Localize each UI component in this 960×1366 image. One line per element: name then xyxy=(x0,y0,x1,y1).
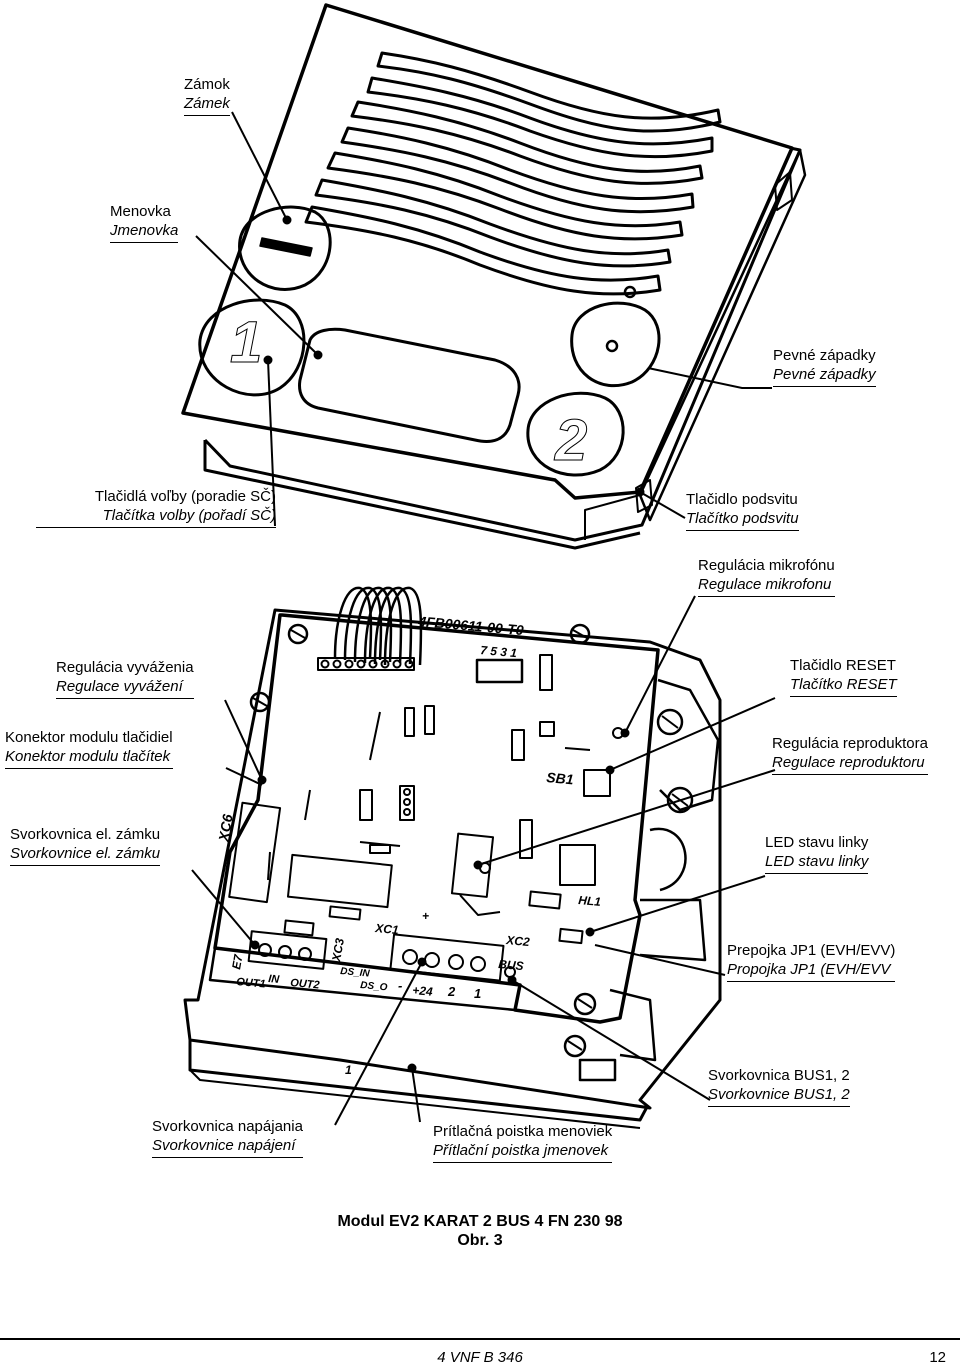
xc3-label: XC3 xyxy=(329,937,347,964)
front-panel xyxy=(181,3,807,550)
xc6-label: XC6 xyxy=(215,813,236,844)
out1-label: OUT1 xyxy=(236,976,266,991)
in-label: IN xyxy=(268,973,281,986)
jp-numbers: 7 5 3 1 xyxy=(480,643,518,660)
label-tlacidlo-podsvitu: Tlačidlo podsvitu Tlačítko podsvitu xyxy=(686,490,799,531)
label-led-stavu-linky: LED stavu linky LED stavu linky xyxy=(765,833,869,874)
sb1-label: SB1 xyxy=(546,769,575,787)
button-2-numeral: 2 xyxy=(554,408,587,473)
bus-1-label: 1 xyxy=(474,986,481,1001)
xc2-label: XC2 xyxy=(505,933,531,949)
caption-module-name: Modul EV2 KARAT 2 BUS 4 FN 230 98 xyxy=(337,1213,623,1230)
label-regulacia-vyvazenia: Regulácia vyváženia Regulace vyvážení xyxy=(56,658,194,699)
label-tlacidlo-reset: Tlačidlo RESET Tlačítko RESET xyxy=(790,656,897,697)
e7-label: E7 xyxy=(229,952,246,970)
label-menovka: Menovka Jmenovka xyxy=(110,202,179,243)
bus-label: BUS xyxy=(498,957,524,973)
board-assembly xyxy=(183,586,722,1129)
label-zamok: Zámok Zámek xyxy=(184,75,230,116)
plus24-label: +24 xyxy=(412,983,434,999)
label-konektor-modulu: Konektor modulu tlačidiel Konektor modul… xyxy=(5,728,173,769)
ds-o-label: DS_O xyxy=(360,980,388,993)
plus-label: + xyxy=(422,909,429,923)
label-prepojka-jp1: Prepojka JP1 (EVH/EVV) Propojka JP1 (EVH… xyxy=(727,941,896,982)
label-pevne-zapadky: Pevné západky Pevné západky xyxy=(773,346,876,387)
xc1-label: XC1 xyxy=(374,921,400,937)
label-regulacia-mikrofonu: Regulácia mikrofónu Regulace mikrofonu xyxy=(698,556,835,597)
footer-document-number: 4 VNF B 346 xyxy=(437,1349,523,1366)
label-regulacia-reproduktora: Regulácia reproduktora Regulace reproduk… xyxy=(772,734,928,775)
label-svorkovnica-napajania: Svorkovnica napájania Svorkovnice napáje… xyxy=(152,1117,303,1158)
minus-label: - xyxy=(398,978,402,993)
footer-divider xyxy=(0,1338,960,1340)
label-svorkovnica-bus: Svorkovnica BUS1, 2 Svorkovnice BUS1, 2 xyxy=(708,1066,850,1107)
label-tlacidla-volby: Tlačidlá voľby (poradie SČ) Tlačítka vol… xyxy=(36,487,276,528)
label-pritlacna-poistka: Prítlačná poistka menoviek Přítlační poi… xyxy=(433,1122,613,1163)
caption-figure-number: Obr. 3 xyxy=(457,1232,503,1249)
footer-page-number: 12 xyxy=(929,1349,946,1366)
figure-caption: Modul EV2 KARAT 2 BUS 4 FN 230 98 Obr. 3 xyxy=(0,1212,960,1250)
out2-label: OUT2 xyxy=(290,977,320,992)
label-svorkovnica-zamku: Svorkovnica el. zámku Svorkovnice el. zá… xyxy=(10,825,161,866)
hl1-label: HL1 xyxy=(578,893,602,909)
bus-2-label: 2 xyxy=(447,984,456,999)
button-1-numeral: 1 xyxy=(230,310,262,375)
small-1-label: 1 xyxy=(345,1063,352,1077)
ds-in-label: DS_IN xyxy=(340,966,371,980)
